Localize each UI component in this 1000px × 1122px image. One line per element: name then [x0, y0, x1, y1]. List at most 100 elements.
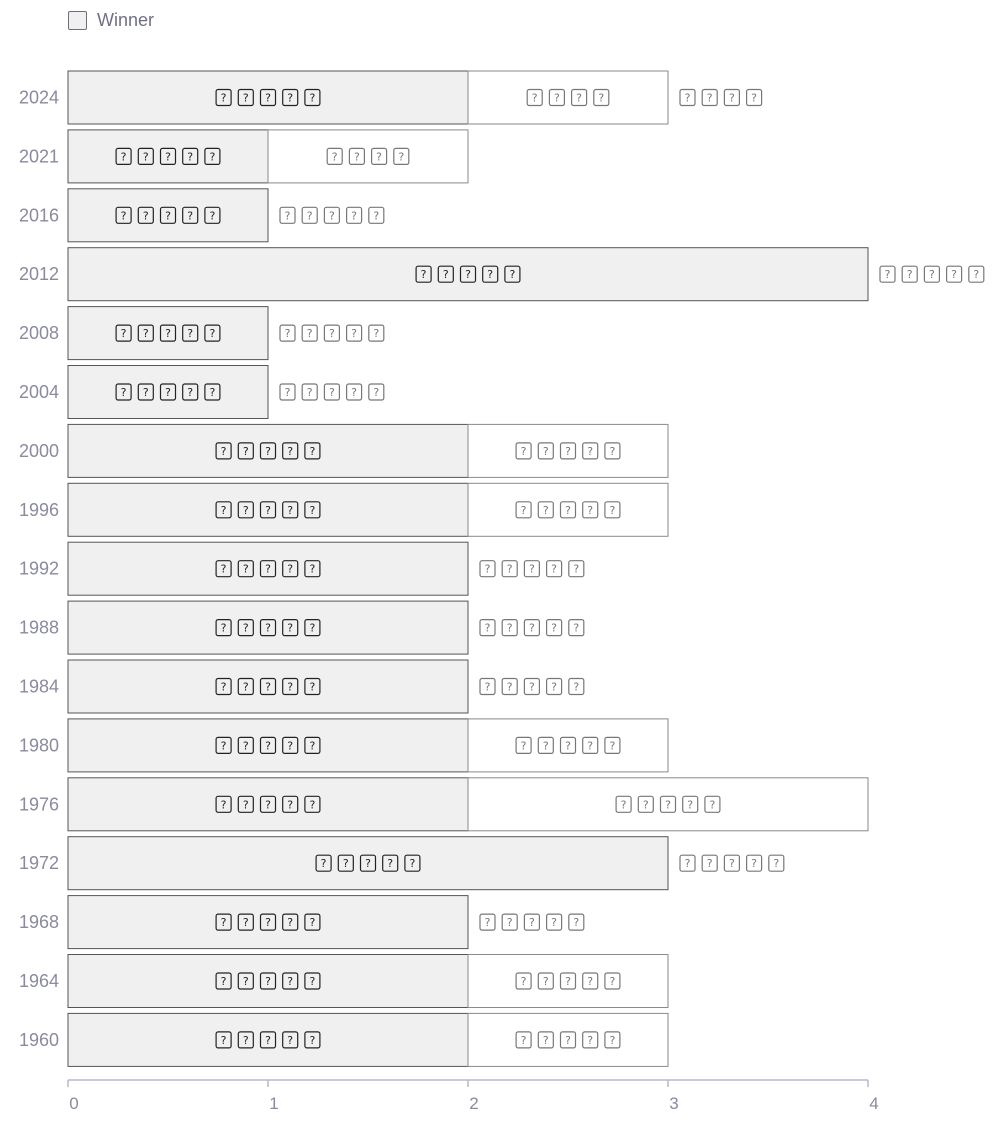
missing-glyph-mark: ? [165, 150, 171, 163]
missing-glyph-mark: ? [121, 209, 127, 222]
missing-glyph-mark: ? [309, 975, 315, 988]
missing-glyph-mark: ? [609, 445, 615, 458]
missing-glyph-mark: ? [707, 857, 713, 870]
missing-glyph-box [304, 736, 321, 755]
missing-glyph-mark: ? [587, 504, 593, 517]
missing-glyph-box [545, 677, 563, 696]
missing-glyph-box [604, 972, 621, 990]
missing-glyph-box [301, 206, 318, 224]
missing-glyph-box [304, 913, 321, 931]
missing-glyph-mark: ? [243, 916, 249, 929]
missing-glyph-mark: ? [121, 386, 127, 399]
missing-glyph-mark: ? [265, 504, 271, 517]
missing-glyph-box [259, 972, 277, 990]
missing-glyph-box [301, 383, 318, 401]
year-label: 2016 [19, 205, 59, 225]
missing-glyph-mark: ? [265, 798, 271, 811]
missing-glyph-mark: ? [221, 92, 227, 105]
bar-label-outside: ????? [279, 206, 385, 224]
missing-glyph-box [137, 147, 154, 165]
bar-label-winner: ????? [215, 736, 321, 755]
missing-glyph-mark: ? [543, 1034, 549, 1047]
missing-glyph-mark: ? [554, 92, 560, 105]
missing-glyph-box [537, 972, 554, 990]
missing-glyph-box [182, 147, 199, 165]
missing-glyph-mark: ? [609, 504, 615, 517]
missing-glyph-box [582, 442, 599, 460]
missing-glyph-mark: ? [529, 622, 535, 635]
missing-glyph-box [304, 501, 321, 519]
missing-glyph-mark: ? [243, 563, 249, 576]
missing-glyph-mark: ? [287, 681, 293, 694]
missing-glyph-mark: ? [265, 563, 271, 576]
missing-glyph-box [745, 88, 763, 107]
bar-winner [67, 541, 469, 596]
missing-glyph-mark: ? [309, 916, 315, 929]
missing-glyph-mark: ? [543, 445, 549, 458]
bar-winner [67, 247, 869, 302]
year-label: 2021 [19, 146, 59, 166]
missing-glyph-box [537, 442, 554, 460]
bar-label-winner: ????? [115, 324, 221, 342]
missing-glyph-box [159, 324, 177, 342]
missing-glyph-box [323, 383, 340, 401]
missing-glyph-box [568, 560, 585, 578]
missing-glyph-mark: ? [551, 622, 557, 635]
missing-glyph-box [604, 501, 621, 519]
missing-glyph-box [723, 854, 741, 872]
bar-label-winner: ????? [215, 560, 321, 578]
missing-glyph-box [304, 618, 321, 637]
missing-glyph-mark: ? [209, 327, 215, 340]
missing-glyph-box [582, 736, 599, 755]
missing-glyph-box [215, 618, 232, 637]
missing-glyph-mark: ? [165, 327, 171, 340]
bar-label-winner: ????? [415, 265, 521, 283]
missing-glyph-mark: ? [373, 209, 379, 222]
missing-glyph-box [282, 501, 299, 519]
missing-glyph-mark: ? [332, 150, 338, 163]
missing-glyph-mark: ? [243, 1034, 249, 1047]
missing-glyph-box [115, 206, 132, 224]
missing-glyph-mark: ? [287, 92, 293, 105]
bar-label-other: ???? [326, 147, 410, 165]
missing-glyph-mark: ? [465, 268, 471, 281]
missing-glyph-mark: ? [409, 857, 415, 870]
missing-glyph-box [704, 795, 721, 813]
missing-glyph-box [304, 972, 321, 990]
missing-glyph-box [368, 206, 385, 224]
missing-glyph-mark: ? [598, 92, 604, 105]
missing-glyph-mark: ? [354, 150, 360, 163]
missing-glyph-mark: ? [487, 268, 493, 281]
missing-glyph-mark: ? [285, 327, 291, 340]
missing-glyph-mark: ? [187, 150, 193, 163]
bar-winner [67, 70, 469, 125]
missing-glyph-mark: ? [209, 209, 215, 222]
missing-glyph-box [259, 795, 277, 813]
missing-glyph-mark: ? [243, 739, 249, 752]
missing-glyph-mark: ? [751, 857, 757, 870]
missing-glyph-box [559, 1031, 577, 1049]
x-tick-label: 1 [269, 1094, 278, 1113]
bar-label-winner: ????? [215, 618, 321, 637]
missing-glyph-box [237, 618, 254, 637]
missing-glyph-mark: ? [507, 681, 513, 694]
bar-label-other: ????? [515, 501, 621, 519]
missing-glyph-mark: ? [729, 92, 735, 105]
missing-glyph-box [559, 736, 577, 755]
missing-glyph-mark: ? [309, 798, 315, 811]
bar-other [467, 1012, 669, 1067]
missing-glyph-box [568, 913, 585, 931]
missing-glyph-mark: ? [285, 209, 291, 222]
missing-glyph-mark: ? [387, 857, 393, 870]
missing-glyph-box [568, 677, 585, 696]
missing-glyph-box [679, 854, 696, 872]
missing-glyph-mark: ? [551, 916, 557, 929]
missing-glyph-mark: ? [143, 150, 149, 163]
missing-glyph-mark: ? [287, 563, 293, 576]
missing-glyph-box [537, 501, 554, 519]
missing-glyph-box [393, 147, 410, 165]
missing-glyph-box [159, 206, 177, 224]
missing-glyph-mark: ? [565, 445, 571, 458]
missing-glyph-mark: ? [265, 916, 271, 929]
bar-label-winner: ????? [115, 206, 221, 224]
